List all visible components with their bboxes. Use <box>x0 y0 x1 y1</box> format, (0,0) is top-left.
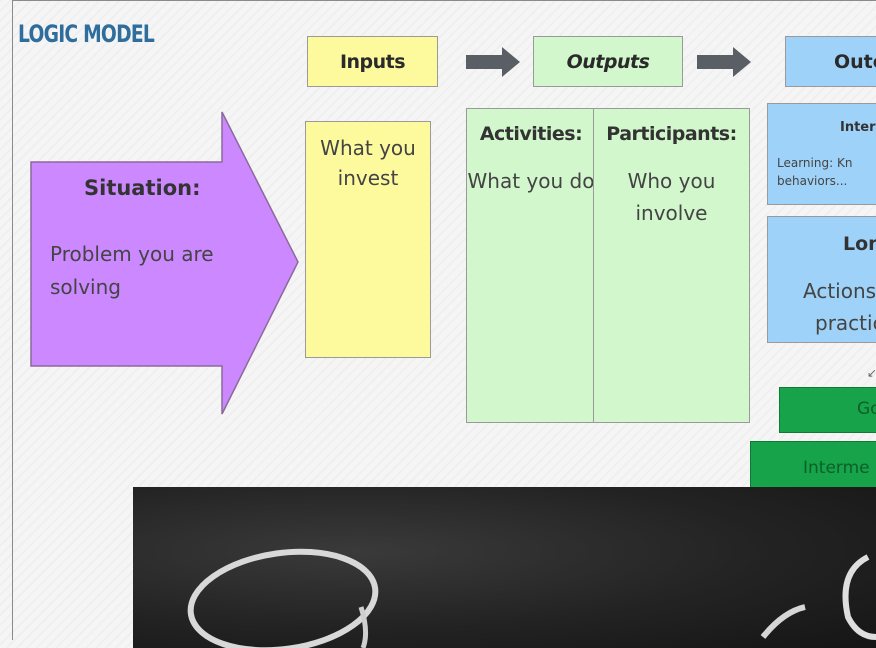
situation-arrow <box>30 111 299 415</box>
outputs-header: Outputs <box>533 36 683 87</box>
situation-text: Problem you are solving <box>50 242 214 299</box>
activities-title: Activities: <box>479 123 583 145</box>
slide-border-top <box>12 0 876 1</box>
intermediate-title: Inter <box>840 120 876 135</box>
participants-text: Who you involve <box>627 169 716 225</box>
goal-text: Go <box>857 399 876 419</box>
inputs-text: What you invest <box>320 136 416 190</box>
intermediate-line-2: behaviors... <box>777 174 848 188</box>
arrow-right-icon <box>697 47 751 77</box>
diagram-title: LOGIC MODEL <box>18 20 155 48</box>
participants-title: Participants: <box>606 123 737 145</box>
intermediate-green-box: Interme <box>750 441 876 493</box>
intermediate-outcomes-box: Inter Learning: Kn behaviors... <box>767 103 876 205</box>
intermediate-text: Learning: Kn behaviors... <box>777 154 852 190</box>
arrow-right-icon <box>466 47 520 77</box>
slide-border-left <box>12 0 13 640</box>
intermediate-green-text: Interme <box>803 458 870 478</box>
participants-box: Participants: Who you involve <box>593 108 750 423</box>
down-arrow-icon: ↙ <box>867 366 876 380</box>
activities-text: What you do <box>467 169 595 193</box>
long-term-line-2: practic <box>815 311 876 335</box>
goal-box: Go <box>779 387 876 433</box>
situation-title: Situation: <box>84 176 201 200</box>
long-term-outcomes-box: Lon Actions practic <box>767 216 876 343</box>
inputs-box: What you invest <box>305 121 431 358</box>
chalk-circles-drawing <box>187 548 876 648</box>
long-term-line-1: Actions <box>803 279 876 303</box>
long-term-text: Actions practic <box>803 275 876 339</box>
outcomes-header: Outc <box>785 36 876 87</box>
intermediate-line-1: Learning: Kn <box>777 156 853 170</box>
chalkboard-overlay-image <box>133 487 876 648</box>
long-term-title: Lon <box>843 233 876 255</box>
activities-box: Activities: What you do <box>466 108 596 423</box>
inputs-header: Inputs <box>307 36 438 87</box>
